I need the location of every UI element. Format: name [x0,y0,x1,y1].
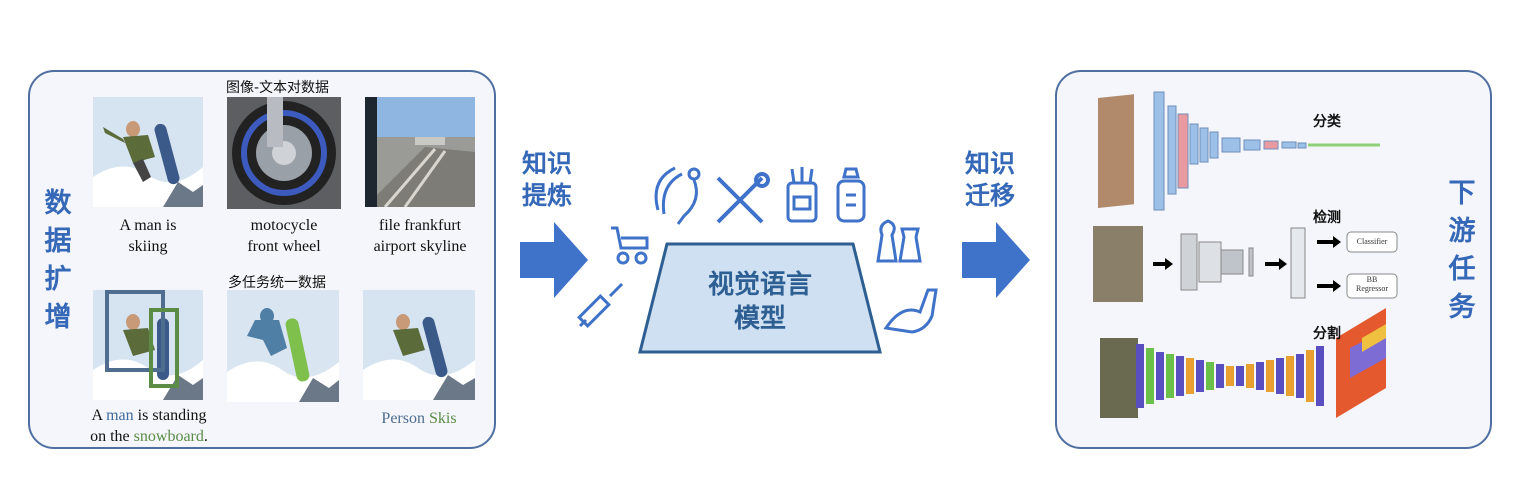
image-text-pair-label: 图像-文本对数据 [226,80,330,96]
highlight-man: man [106,407,134,424]
peacock-icon [654,166,701,225]
caption-person-skis: Person Skis [355,408,483,429]
arrow-label-line: 知识 [965,149,1016,178]
caption-line: A man is [119,217,177,234]
downstream-tasks-label: 下 游 任 务 [1442,175,1482,327]
classification-label: 分类 [1313,114,1341,130]
side-char: 任 [1448,254,1476,285]
person-bounding-box [105,290,165,372]
data-augmentation-label: 数 据 扩 增 [38,185,78,337]
motorcycle-wheel-photo [227,97,341,209]
arrow-label-line: 提炼 [522,181,573,210]
syringe-icon [577,282,624,328]
classification-network-diagram [1098,91,1380,211]
side-char: 数 [44,188,72,219]
caption-motorcycle: motocycle front wheel [222,215,346,257]
caption-skiing: A man is skiing [93,215,203,257]
skier-photo-2 [363,290,475,400]
vision-language-model-shape [638,242,882,354]
arrow-label-line: 迁移 [965,181,1016,210]
highlight-snowboard: snowboard [133,428,204,445]
snowboard-bounding-box [149,308,179,388]
caption-airport: file frankfurt airport skyline [357,215,483,257]
segmentation-label: 分割 [1313,326,1341,342]
arrow-label-line: 知识 [522,149,573,178]
baby-bottle-icon [836,167,866,223]
caption-line: skiing [128,238,168,255]
airport-skyline-photo [365,97,475,207]
side-char: 增 [44,302,72,333]
side-char: 务 [1448,292,1476,323]
side-char: 游 [1448,216,1476,247]
bb-label-line: Regressor [1356,284,1388,293]
caption-line: airport skyline [373,238,467,255]
multitask-data-label: 多任务统一数据 [228,275,326,291]
caption-line: motocycle [250,217,318,234]
detection-network-diagram [1093,226,1398,302]
side-char: 扩 [44,264,72,295]
side-char: 据 [44,226,72,257]
right-arrow-icon [962,222,1030,298]
model-label-line: 视觉语言 [707,270,812,300]
skier-segmentation-photo [227,290,339,402]
side-char: 下 [1448,178,1476,209]
detection-label: 检测 [1313,210,1341,226]
knowledge-transfer-label: 知识 迁移 [965,148,1015,212]
bb-label-line: BB [1366,275,1378,284]
caption-line: file frankfurt [378,217,462,234]
model-label: 视觉语言 模型 [670,268,850,336]
caption-line: front wheel [247,238,321,255]
tools-icon [716,172,770,224]
classifier-box-label: Classifier [1356,237,1388,246]
skier-detection-photo [93,290,203,400]
label-person: Person [381,410,425,427]
skier-photo [93,97,203,207]
chess-pieces-icon [876,219,922,263]
segmentation-network-diagram [1100,308,1386,418]
bb-regressor-box-label: BB Regressor [1347,275,1397,293]
dinosaur-icon [883,288,938,334]
knowledge-distillation-label: 知识 提炼 [522,148,572,212]
right-arrow-icon [520,222,588,298]
golf-bag-icon [786,167,818,223]
model-label-line: 模型 [733,304,786,334]
caption-standing: A man is standing on the snowboard. [78,405,220,447]
label-skis: Skis [428,410,457,427]
caption-line: on the snowboard. [90,428,208,445]
caption-line: A man is standing [91,407,207,424]
stroller-icon [611,226,649,265]
